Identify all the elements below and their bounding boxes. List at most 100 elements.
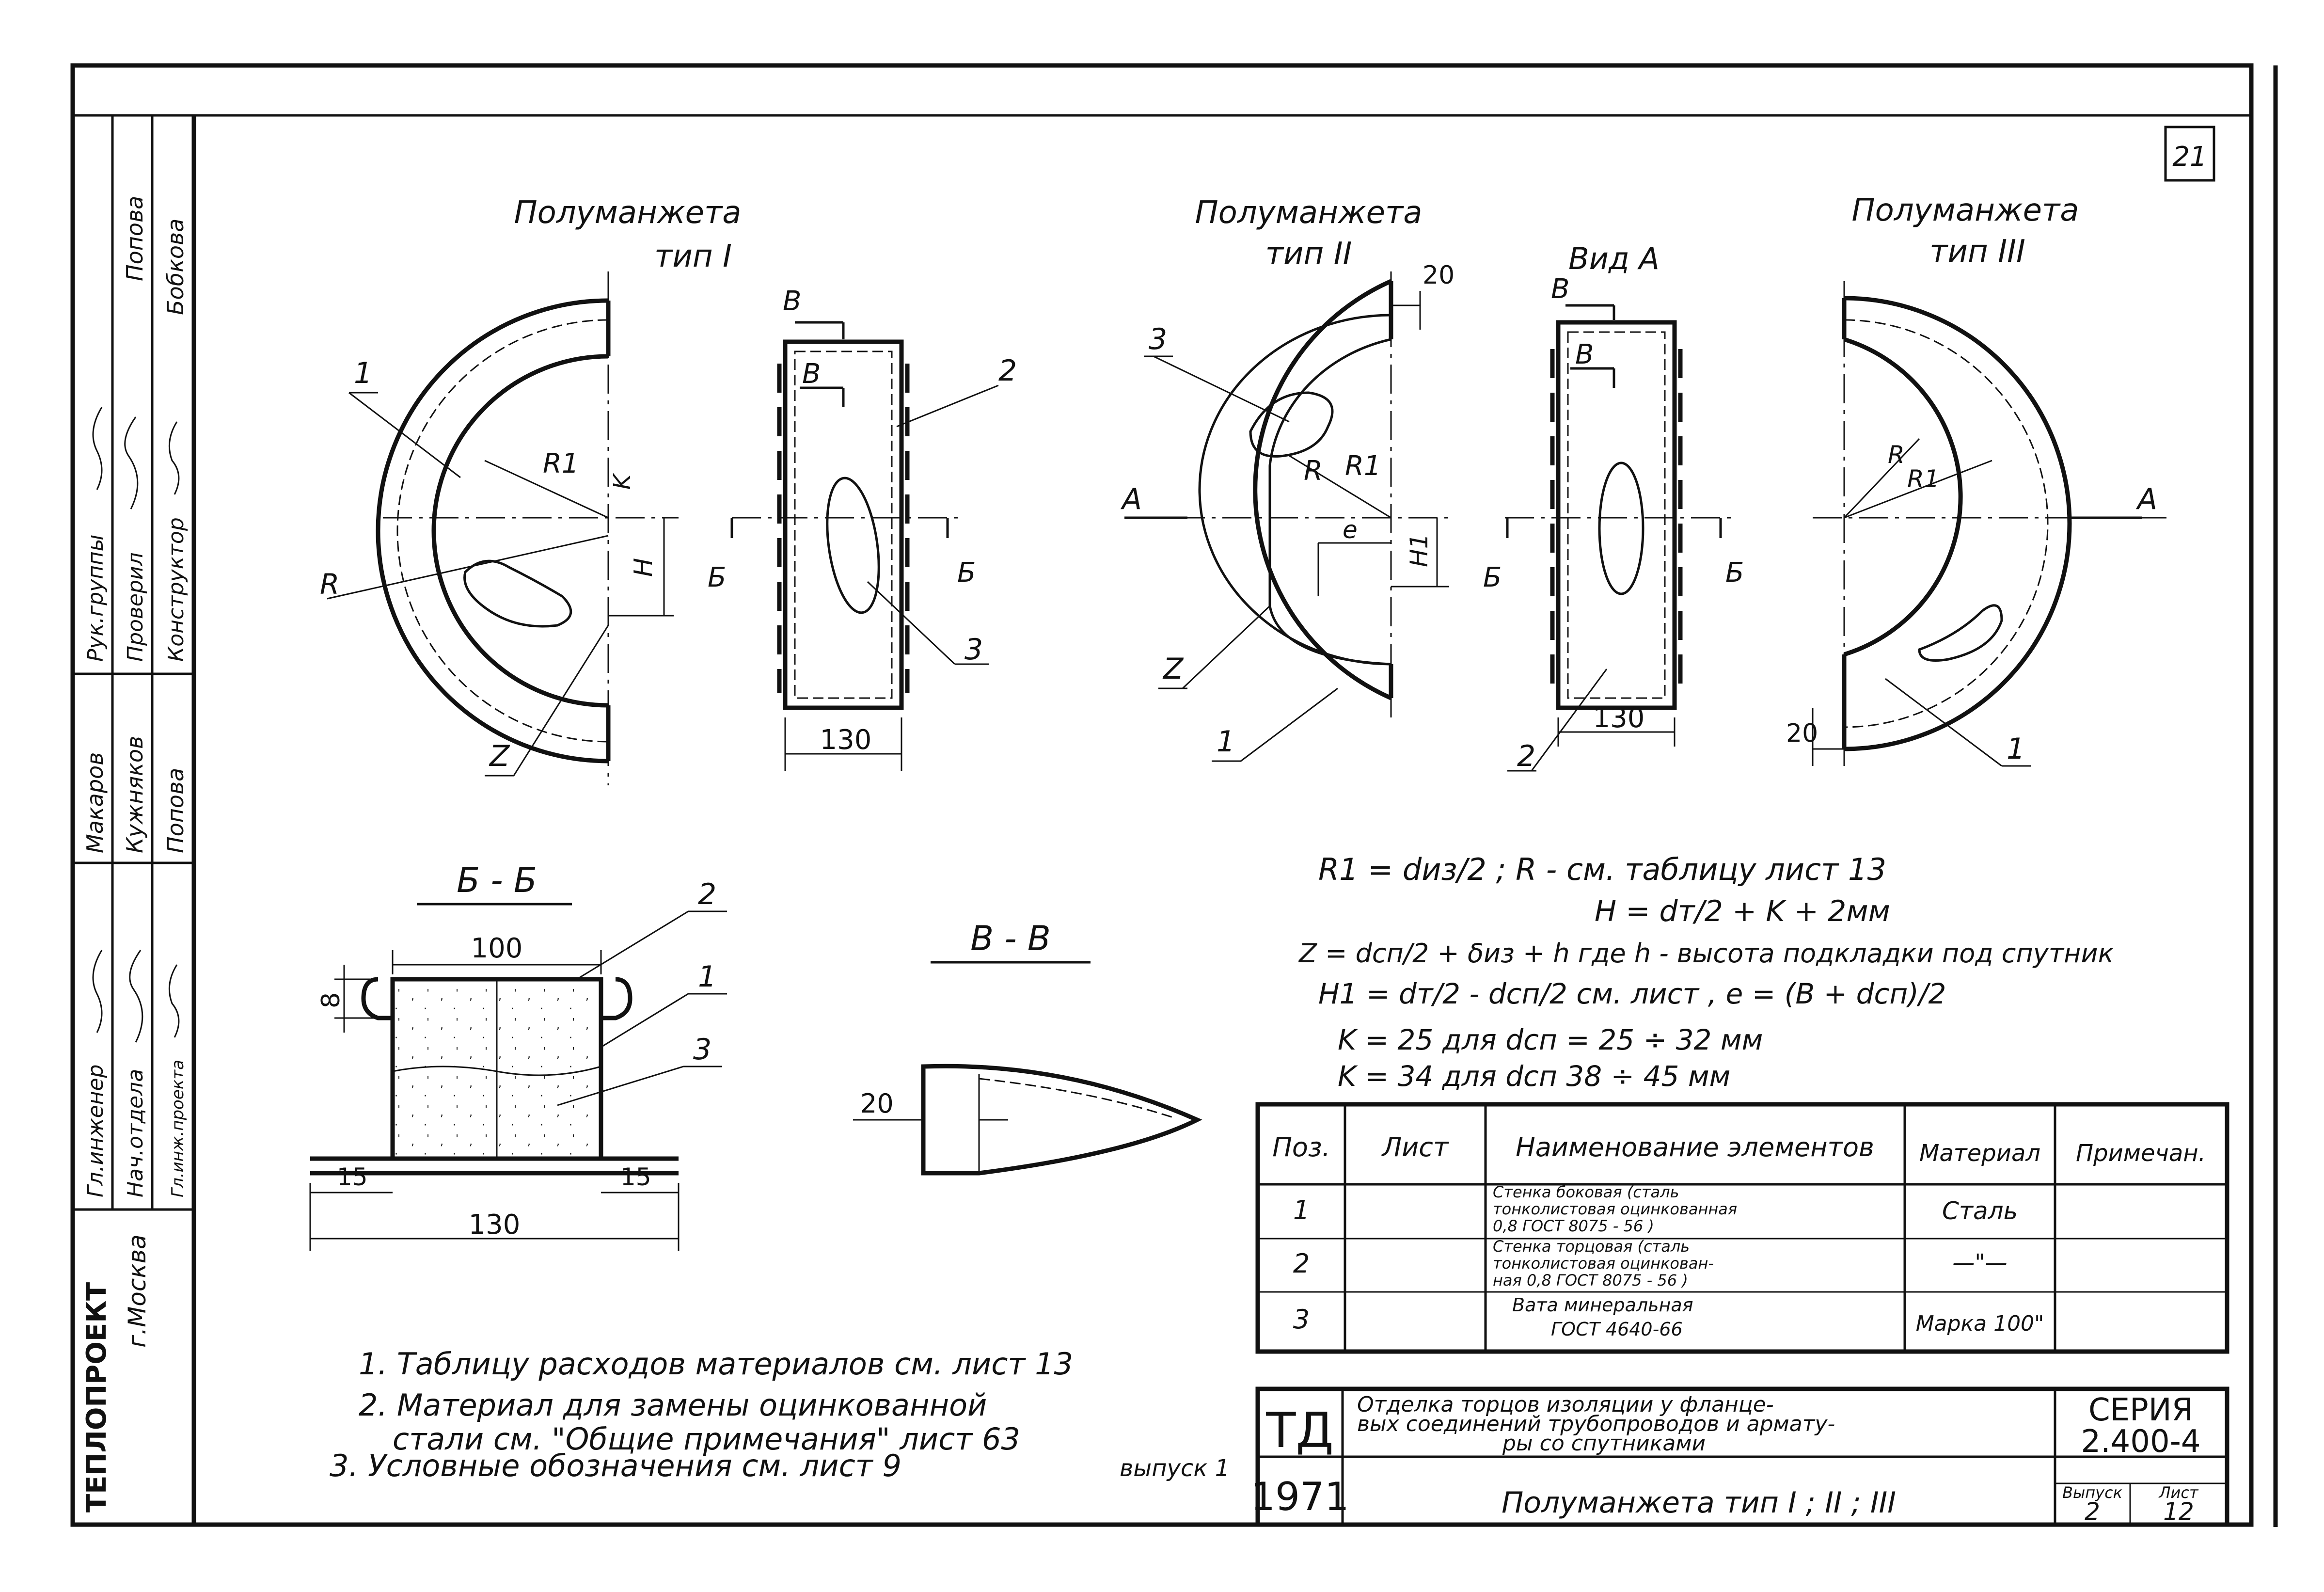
general-notes: 1. Таблицу расходов материалов см. лист … <box>330 1346 1230 1483</box>
title-section-vv: В - В <box>970 919 1051 958</box>
name-makarov: Макаров <box>82 752 108 853</box>
role-proveril: Проверил <box>123 552 148 662</box>
label-R-type3: R <box>1888 441 1905 469</box>
th-pos: Поз. <box>1272 1132 1330 1162</box>
row2-material: —"— <box>1952 1249 2007 1275</box>
label-H1: H1 <box>1405 534 1433 567</box>
series-label: СЕРИЯ <box>2088 1392 2193 1428</box>
label-K: K <box>609 473 636 490</box>
td-mark: ТД <box>1265 1402 1333 1459</box>
row1-name-1: Стенка боковая (сталь <box>1493 1183 1679 1201</box>
formula-6: K = 34 для dсп 38 ÷ 45 мм <box>1338 1060 1730 1093</box>
view-section-bb: 100 8 15 15 130 2 1 3 <box>309 877 727 1251</box>
label-bb-left: Б <box>708 562 726 593</box>
name-bobkova: Бобкова <box>162 219 189 315</box>
label-R1-type2: R1 <box>1345 450 1381 482</box>
view-type1-half-cuff: R1 R H K 1 Z <box>320 271 679 785</box>
formula-4: H1 = dт/2 - dсп/2 см. лист , e = (B + dс… <box>1318 977 1946 1010</box>
title-type2-line2: тип II <box>1265 236 1352 272</box>
desc-line-3: ры со спутниками <box>1502 1431 1706 1456</box>
row2-name-2: тонколистовая оцинкован- <box>1493 1254 1714 1273</box>
label-A-left: А <box>1120 482 1142 516</box>
note-2-cont: стали см. "Общие примечания" лист 63 <box>393 1421 1020 1457</box>
title-type1-line2: тип I <box>654 239 732 274</box>
label-R-type2: R <box>1304 455 1323 487</box>
role-gl-inzh-proekta: Гл.инж.проекта <box>168 1060 188 1197</box>
callout-3-type2: 3 <box>1149 322 1167 356</box>
formulas: R1 = dиз/2 ; R - см. таблицу лист 13 H =… <box>1298 852 2114 1093</box>
view-titles: Полуманжета тип I Полуманжета тип II Вид… <box>417 192 2079 964</box>
th-material: Материал <box>1919 1140 2040 1167</box>
role-ruk-gruppy: Рук.группы <box>83 535 108 662</box>
callout-2-bb: 2 <box>698 877 716 911</box>
view-type2-half-cuff: R R1 3 А e H1 Z 1 20 <box>1120 261 1454 762</box>
year: 1971 <box>1250 1474 1349 1519</box>
callout-2-a: 2 <box>1517 739 1535 773</box>
sheet-number-box: 21 <box>2164 126 2215 182</box>
series-value: 2.400-4 <box>2081 1424 2200 1460</box>
issue-value: 2 <box>2085 1497 2100 1526</box>
role-gl-inzhener: Гл.инженер <box>83 1065 108 1197</box>
note-3-issue: выпуск 1 <box>1120 1455 1230 1482</box>
sheet-frame <box>70 63 2278 1527</box>
callout-1-type1: 1 <box>354 356 372 390</box>
row1-name-3: 0,8 ГОСТ 8075 - 56 ) <box>1493 1217 1654 1235</box>
callout-3-type1: 3 <box>964 633 983 667</box>
view-type3-half-cuff: R R1 А 1 20 <box>1786 281 2166 767</box>
formula-2: H = dт/2 + K + 2мм <box>1595 894 1890 928</box>
callout-1-bb: 1 <box>698 960 716 994</box>
signatures-lower <box>92 950 180 1043</box>
dim-15-left: 15 <box>337 1163 368 1191</box>
view-type1-side: Б Б В В 130 2 3 <box>708 286 1017 771</box>
row2-pos: 2 <box>1293 1248 1310 1279</box>
dim-100: 100 <box>471 933 523 964</box>
title-type2-line1: Полуманжета <box>1195 195 1423 231</box>
row1-pos: 1 <box>1293 1195 1310 1226</box>
th-name: Наименование элементов <box>1516 1132 1874 1162</box>
sheet-label: Лист <box>2158 1483 2198 1502</box>
name-popova-1: Попова <box>162 768 189 853</box>
label-A-right: А <box>2135 482 2157 516</box>
row3-name-1: Вата минеральная <box>1512 1294 1693 1316</box>
row1-material: Сталь <box>1942 1197 2018 1225</box>
title-section-bb: Б - Б <box>457 860 537 900</box>
dim-20-vv: 20 <box>860 1088 894 1119</box>
spec-table: Поз. Лист Наименование элементов Материа… <box>1255 1102 2229 1354</box>
formula-1: R1 = dиз/2 ; R - см. таблицу лист 13 <box>1318 852 1886 887</box>
name-popova-2: Попова <box>122 196 148 281</box>
label-bb-right: Б <box>957 557 976 589</box>
dim-8: 8 <box>316 992 346 1008</box>
label-R1-type3: R1 <box>1907 465 1940 493</box>
title-vid-a: Вид А <box>1568 241 1660 276</box>
label-b-inner: В <box>802 358 821 390</box>
dim-130-bb: 130 <box>469 1209 521 1241</box>
label-e: e <box>1343 516 1358 544</box>
title-type3-line1: Полуманжета <box>1852 192 2079 228</box>
row1-name-2: тонколистовая оцинкованная <box>1493 1200 1737 1218</box>
label-b-inner-a: В <box>1575 339 1594 370</box>
row2-name-3: ная 0,8 ГОСТ 8075 - 56 ) <box>1493 1271 1688 1290</box>
formula-3: Z = dсп/2 + δиз + h где h - высота подкл… <box>1298 938 2114 969</box>
label-R: R <box>320 568 339 601</box>
callout-1-type3: 1 <box>2007 732 2025 766</box>
role-konstruktor: Конструктор <box>164 517 189 662</box>
label-R1: R1 <box>543 448 579 479</box>
row2-name-1: Стенка торцовая (сталь <box>1493 1237 1690 1256</box>
row3-name-2: ГОСТ 4640-66 <box>1551 1319 1683 1340</box>
callout-z-type1: Z <box>489 739 510 773</box>
sheet-number: 21 <box>2172 141 2207 173</box>
callout-3-bb: 3 <box>693 1033 711 1067</box>
role-nach-otdela: Нач.отдела <box>123 1069 148 1197</box>
org-city: г.Москва <box>123 1234 151 1348</box>
signatures-upper <box>92 407 180 509</box>
label-b-top: В <box>783 286 801 317</box>
title-type3-line2: тип III <box>1929 234 2025 270</box>
label-bb-right-a: Б <box>1725 557 1744 589</box>
label-bb-left-a: Б <box>1483 562 1502 593</box>
dim-20-type3: 20 <box>1786 719 1818 748</box>
label-H: H <box>629 558 658 577</box>
dim-130-type1: 130 <box>820 724 872 756</box>
desc-line-2: вых соединений трубопроводов и армату- <box>1357 1412 1835 1436</box>
callout-1-type2: 1 <box>1217 725 1235 759</box>
